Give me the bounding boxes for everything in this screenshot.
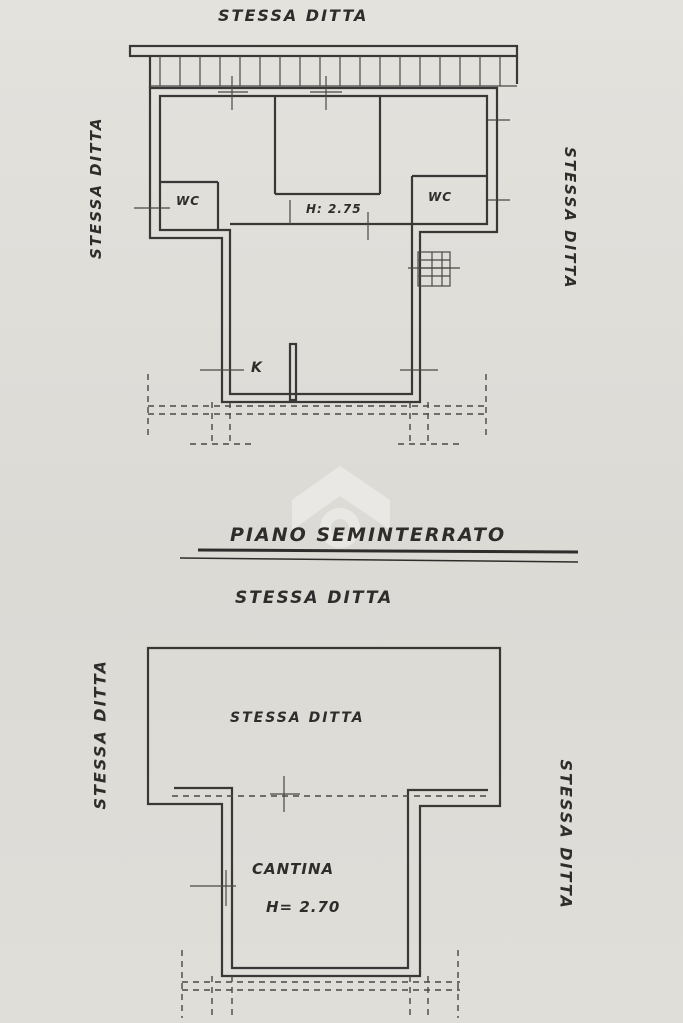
floor-title: PIANO SEMINTERRATO (230, 524, 507, 546)
label-top-east: STESSA DITTA (561, 147, 579, 290)
label-bottom-north: STESSA DITTA (235, 588, 394, 608)
label-bottom-west: STESSA DITTA (90, 659, 110, 810)
upper-floor-walls (134, 76, 510, 404)
label-wc-right: WC (428, 190, 453, 204)
watermark-logo-icon (292, 466, 390, 548)
label-bottom-inner: STESSA DITTA (230, 710, 365, 726)
label-height-top: H: 2.75 (306, 202, 362, 216)
upper-floor-foundation-dashes (147, 374, 487, 446)
label-cellar-height: H= 2.70 (266, 898, 341, 916)
lower-floor-foundation-dashes (181, 950, 460, 1018)
lower-floor-walls (146, 646, 502, 978)
label-top-west: STESSA DITTA (87, 116, 105, 259)
label-wc-left: WC (176, 194, 201, 208)
label-marker-k: K (251, 360, 262, 376)
label-top-north: STESSA DITTA (218, 6, 369, 25)
label-cellar-name: CANTINA (252, 860, 335, 878)
label-bottom-east: STESSA DITTA (556, 759, 576, 910)
title-underline (179, 548, 579, 563)
facade-strip (128, 44, 519, 88)
